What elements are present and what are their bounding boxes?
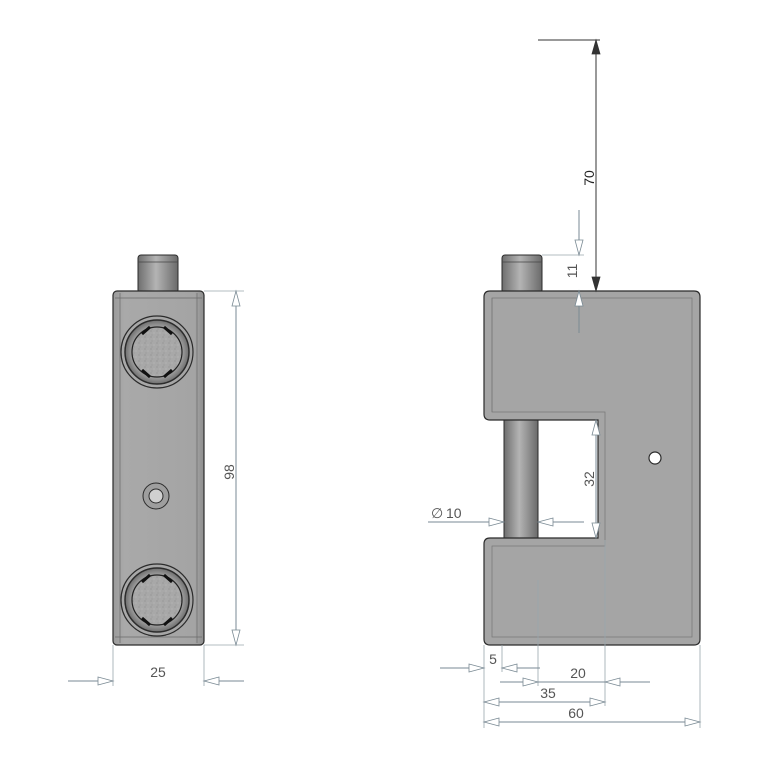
dim-label-diameter-symbol: ∅ xyxy=(431,505,443,521)
dim-label-10: 10 xyxy=(446,505,462,521)
dimension-slot-height: 32 xyxy=(581,418,601,540)
front-pin-top xyxy=(501,254,543,294)
dim-label-11: 11 xyxy=(564,264,580,279)
dimension-side-height: 98 xyxy=(204,289,244,647)
side-view: 98 25 xyxy=(68,254,244,686)
dim-label-35: 35 xyxy=(540,685,556,701)
center-hole-icon xyxy=(142,482,170,510)
front-view: 70 11 32 ∅ 10 xyxy=(428,38,702,728)
dim-label-32: 32 xyxy=(581,471,597,487)
side-body xyxy=(112,290,205,646)
dimension-pin-diameter: ∅ 10 xyxy=(428,505,584,527)
dimension-slot-width: 20 xyxy=(500,665,650,687)
dim-label-60: 60 xyxy=(568,705,584,721)
dimension-pin-height: 11 xyxy=(542,210,584,333)
dimension-pin-offset: 5 xyxy=(440,651,540,673)
dim-label-20: 20 xyxy=(570,665,586,681)
dimension-slot-depth: 35 xyxy=(482,685,607,707)
dim-label-70: 70 xyxy=(581,170,597,186)
dim-label-98: 98 xyxy=(221,464,237,480)
front-hole-icon xyxy=(648,451,662,465)
front-body xyxy=(483,290,701,646)
dimension-overall-width: 60 xyxy=(482,705,702,727)
dim-label-5: 5 xyxy=(489,651,497,667)
dim-label-25: 25 xyxy=(150,664,166,680)
dimension-side-width: 25 xyxy=(68,645,244,686)
bottom-screw-icon xyxy=(120,563,194,637)
dimension-overall-offset: 70 xyxy=(538,38,601,293)
front-pin-shaft xyxy=(503,417,539,541)
top-screw-icon xyxy=(120,315,194,389)
side-pin xyxy=(137,254,179,294)
